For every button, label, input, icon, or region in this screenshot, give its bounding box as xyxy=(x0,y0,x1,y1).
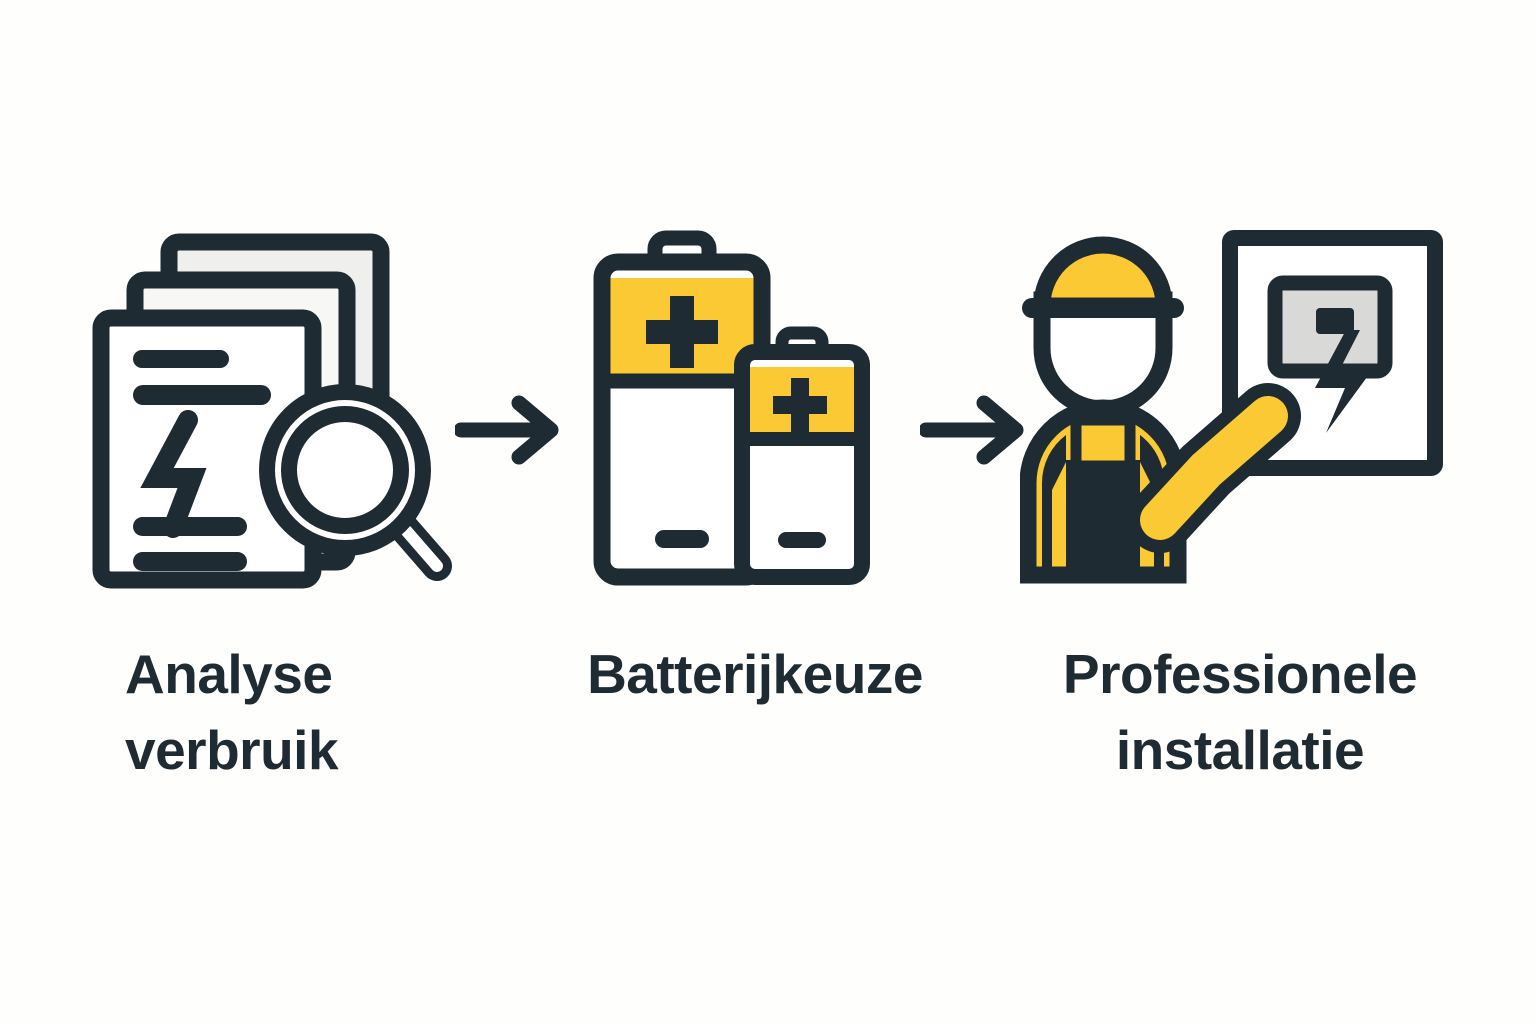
installer-with-electrical-panel-icon xyxy=(1020,230,1443,584)
two-batteries-icon xyxy=(593,230,870,586)
battery-large xyxy=(593,253,771,586)
step-analyse-verbruik: Analyse verbruik xyxy=(85,230,455,788)
battery-small xyxy=(734,344,870,585)
hard-hat-dome xyxy=(1033,236,1173,315)
battery-large-plus xyxy=(646,296,718,368)
step-1-label: Analyse verbruik xyxy=(125,643,339,781)
battery-large-minus xyxy=(655,530,709,548)
lightning-bolt xyxy=(140,410,207,538)
step-3-label: Professionele installatie xyxy=(1062,643,1418,781)
arrow-right-icon-2 xyxy=(920,395,1024,465)
worker-pointing-arm xyxy=(1127,383,1301,553)
worker-chest-pocket xyxy=(1070,414,1136,472)
text-line-bottom-b xyxy=(133,552,247,571)
text-line-bottom-a xyxy=(133,517,247,536)
magnifier-lens xyxy=(259,384,431,556)
step-professionele-installatie: Professionele installatie xyxy=(1020,230,1460,788)
battery-small-plus xyxy=(773,378,827,432)
text-line-short xyxy=(133,350,229,368)
arrow-right-icon-1 xyxy=(455,395,559,465)
text-line-long xyxy=(133,385,271,405)
step-batterijkeuze: Batterijkeuze xyxy=(560,230,950,712)
panel-socket xyxy=(1316,308,1354,334)
document-stack-with-magnifier-icon xyxy=(92,233,452,589)
panel-lightning-bolt xyxy=(1315,330,1370,433)
step-2-label: Batterijkeuze xyxy=(587,643,923,705)
hard-hat-brim xyxy=(1022,298,1184,318)
battery-small-minus xyxy=(778,532,826,548)
